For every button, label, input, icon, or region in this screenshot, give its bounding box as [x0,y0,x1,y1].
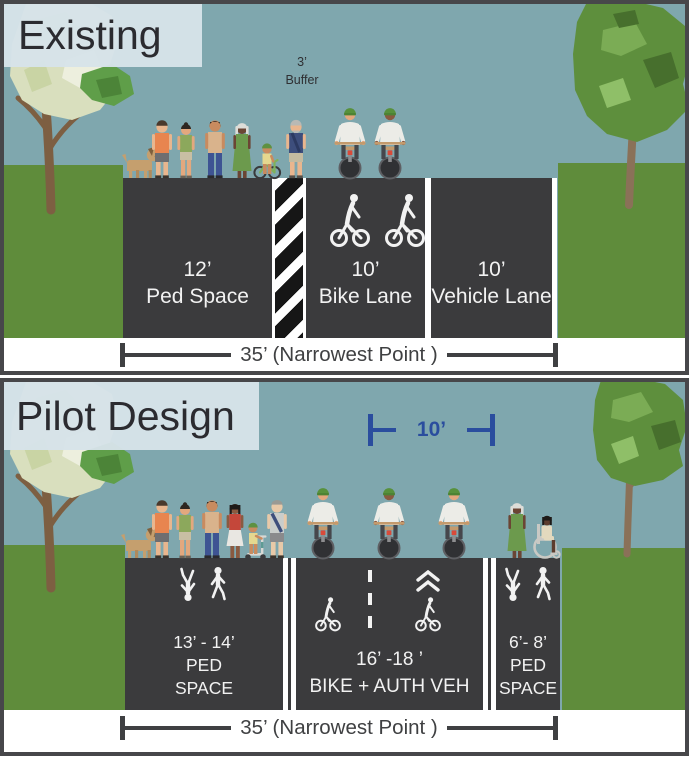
vehicle-lane-width: 10’ [477,258,506,281]
dimension-line [446,353,554,357]
dog-figure [121,527,159,558]
ped-right-width: 6’- 8’ [509,632,547,652]
cyclist-figure [375,108,406,178]
dimension-line [373,427,396,432]
dimension-line [125,353,232,357]
bike-lane-marking-icon [330,192,370,248]
base-strip [4,710,685,752]
tree-right-illustration [573,4,685,209]
dog-figure [122,147,160,178]
ped-space-width: 12’ [183,258,212,281]
pilot-street-users [121,480,562,561]
existing-title: Existing [18,12,162,58]
total-width-dimension: 35’ (Narrowest Point ) [120,343,559,367]
ten-foot-text: 10’ [416,417,447,441]
ten-foot-dimension: 10’ [368,413,495,446]
cyclist-figure [335,108,366,178]
pedestrian-marking-icon [207,566,229,602]
bike-lane-label: Bike Lane [318,285,413,308]
base-strip [4,338,685,371]
pilot-design-panel: 13’ - 14’ PED SPACE 16’ -18 ’ BIKE + AUT… [0,378,689,756]
cyclist-figure [439,488,470,558]
cyclist-figure [374,488,405,558]
chevron-marking-icon [416,570,440,592]
ped-right-label2: SPACE [498,678,558,698]
pedestrian-figure [265,498,289,560]
tree-right-illustration [593,382,685,558]
double-white-line [283,558,296,710]
dimension-endcap [120,343,125,367]
pedestrian-figure [176,502,194,559]
dimension-endcap [553,343,559,367]
vehicle-lane-label: Vehicle Lane [431,285,552,308]
pedestrian-marking-inverted-icon [177,566,199,602]
pedestrian-figure [202,500,222,559]
bike-lane-marking-icon [315,596,341,632]
dimension-endcap [120,716,125,740]
dashed-center-line [368,570,372,630]
buffer-note-width: 3’ [297,55,307,69]
existing-street-users [122,100,420,182]
ped-right-label1: PED [510,655,546,675]
dimension-endcap [368,413,373,446]
ped-space-lane: 12’ Ped Space [123,178,272,338]
pedestrian-figure [284,118,308,180]
buffer-note: 3’ Buffer [262,54,342,89]
child-on-bike-figure [253,142,282,180]
total-width-dimension: 35’ (Narrowest Point ) [120,716,559,740]
grass-right [562,548,685,710]
pedestrian-figure [152,120,172,179]
dimension-line [467,427,490,432]
bike-lane-marking-icon [385,192,425,248]
buffer-note-label: Buffer [285,72,319,87]
vehicle-lane: 10’ Vehicle Lane [431,178,552,338]
ped-space-left: 13’ - 14’ PED SPACE [125,558,283,710]
grass-left [4,165,123,338]
bike-lane-marking-icon [415,596,441,632]
ped-left-label2: SPACE [174,678,234,698]
center-lane-width: 16’ -18 ’ [356,649,423,670]
wheelchair-user-figure [533,514,562,560]
bike-lane: 10’ Bike Lane [306,178,425,338]
pedestrian-figure [177,122,195,179]
ped-space-label: Ped Space [146,285,249,308]
pilot-roadway: 13’ - 14’ PED SPACE 16’ -18 ’ BIKE + AUT… [125,558,560,710]
panel-title: Existing [4,4,202,67]
pedestrian-marking-icon [532,566,554,602]
grass-left [4,545,125,710]
pedestrian-marking-inverted-icon [502,566,524,602]
pedestrian-figure [507,503,527,558]
grass-right [558,163,685,338]
child-on-scooter-figure [243,521,268,561]
pilot-design-title: Pilot Design [16,392,235,439]
existing-panel: 12’ Ped Space 10’ Bike Lane 10’ Vehicle … [0,0,689,375]
ped-left-label1: PED [186,655,222,675]
ped-left-width: 13’ - 14’ [173,632,235,652]
lane-line [552,178,557,338]
existing-roadway: 12’ Ped Space 10’ Bike Lane 10’ Vehicle … [123,178,557,338]
dimension-endcap [553,716,559,740]
ped-space-right: 6’- 8’ PED SPACE [496,558,560,710]
panel-title: Pilot Design [4,382,259,450]
dimension-endcap [490,413,495,446]
total-width-text: 35’ (Narrowest Point ) [240,716,438,739]
center-lane-label: BIKE + AUTH VEH [309,676,470,697]
lane-line [425,178,431,338]
bike-lane-width: 10’ [351,258,380,281]
cyclist-figure [308,488,339,558]
double-white-line [483,558,496,710]
pedestrian-figure [226,504,244,558]
pedestrian-figure [152,500,172,559]
bike-auth-veh-lane: 16’ -18 ’ BIKE + AUTH VEH [296,558,483,710]
hatched-buffer-strip [272,178,306,338]
dimension-line [125,726,232,730]
dimension-line [446,726,554,730]
pedestrian-figure [232,123,252,178]
total-width-text: 35’ (Narrowest Point ) [240,343,438,366]
pedestrian-figure [205,120,225,179]
